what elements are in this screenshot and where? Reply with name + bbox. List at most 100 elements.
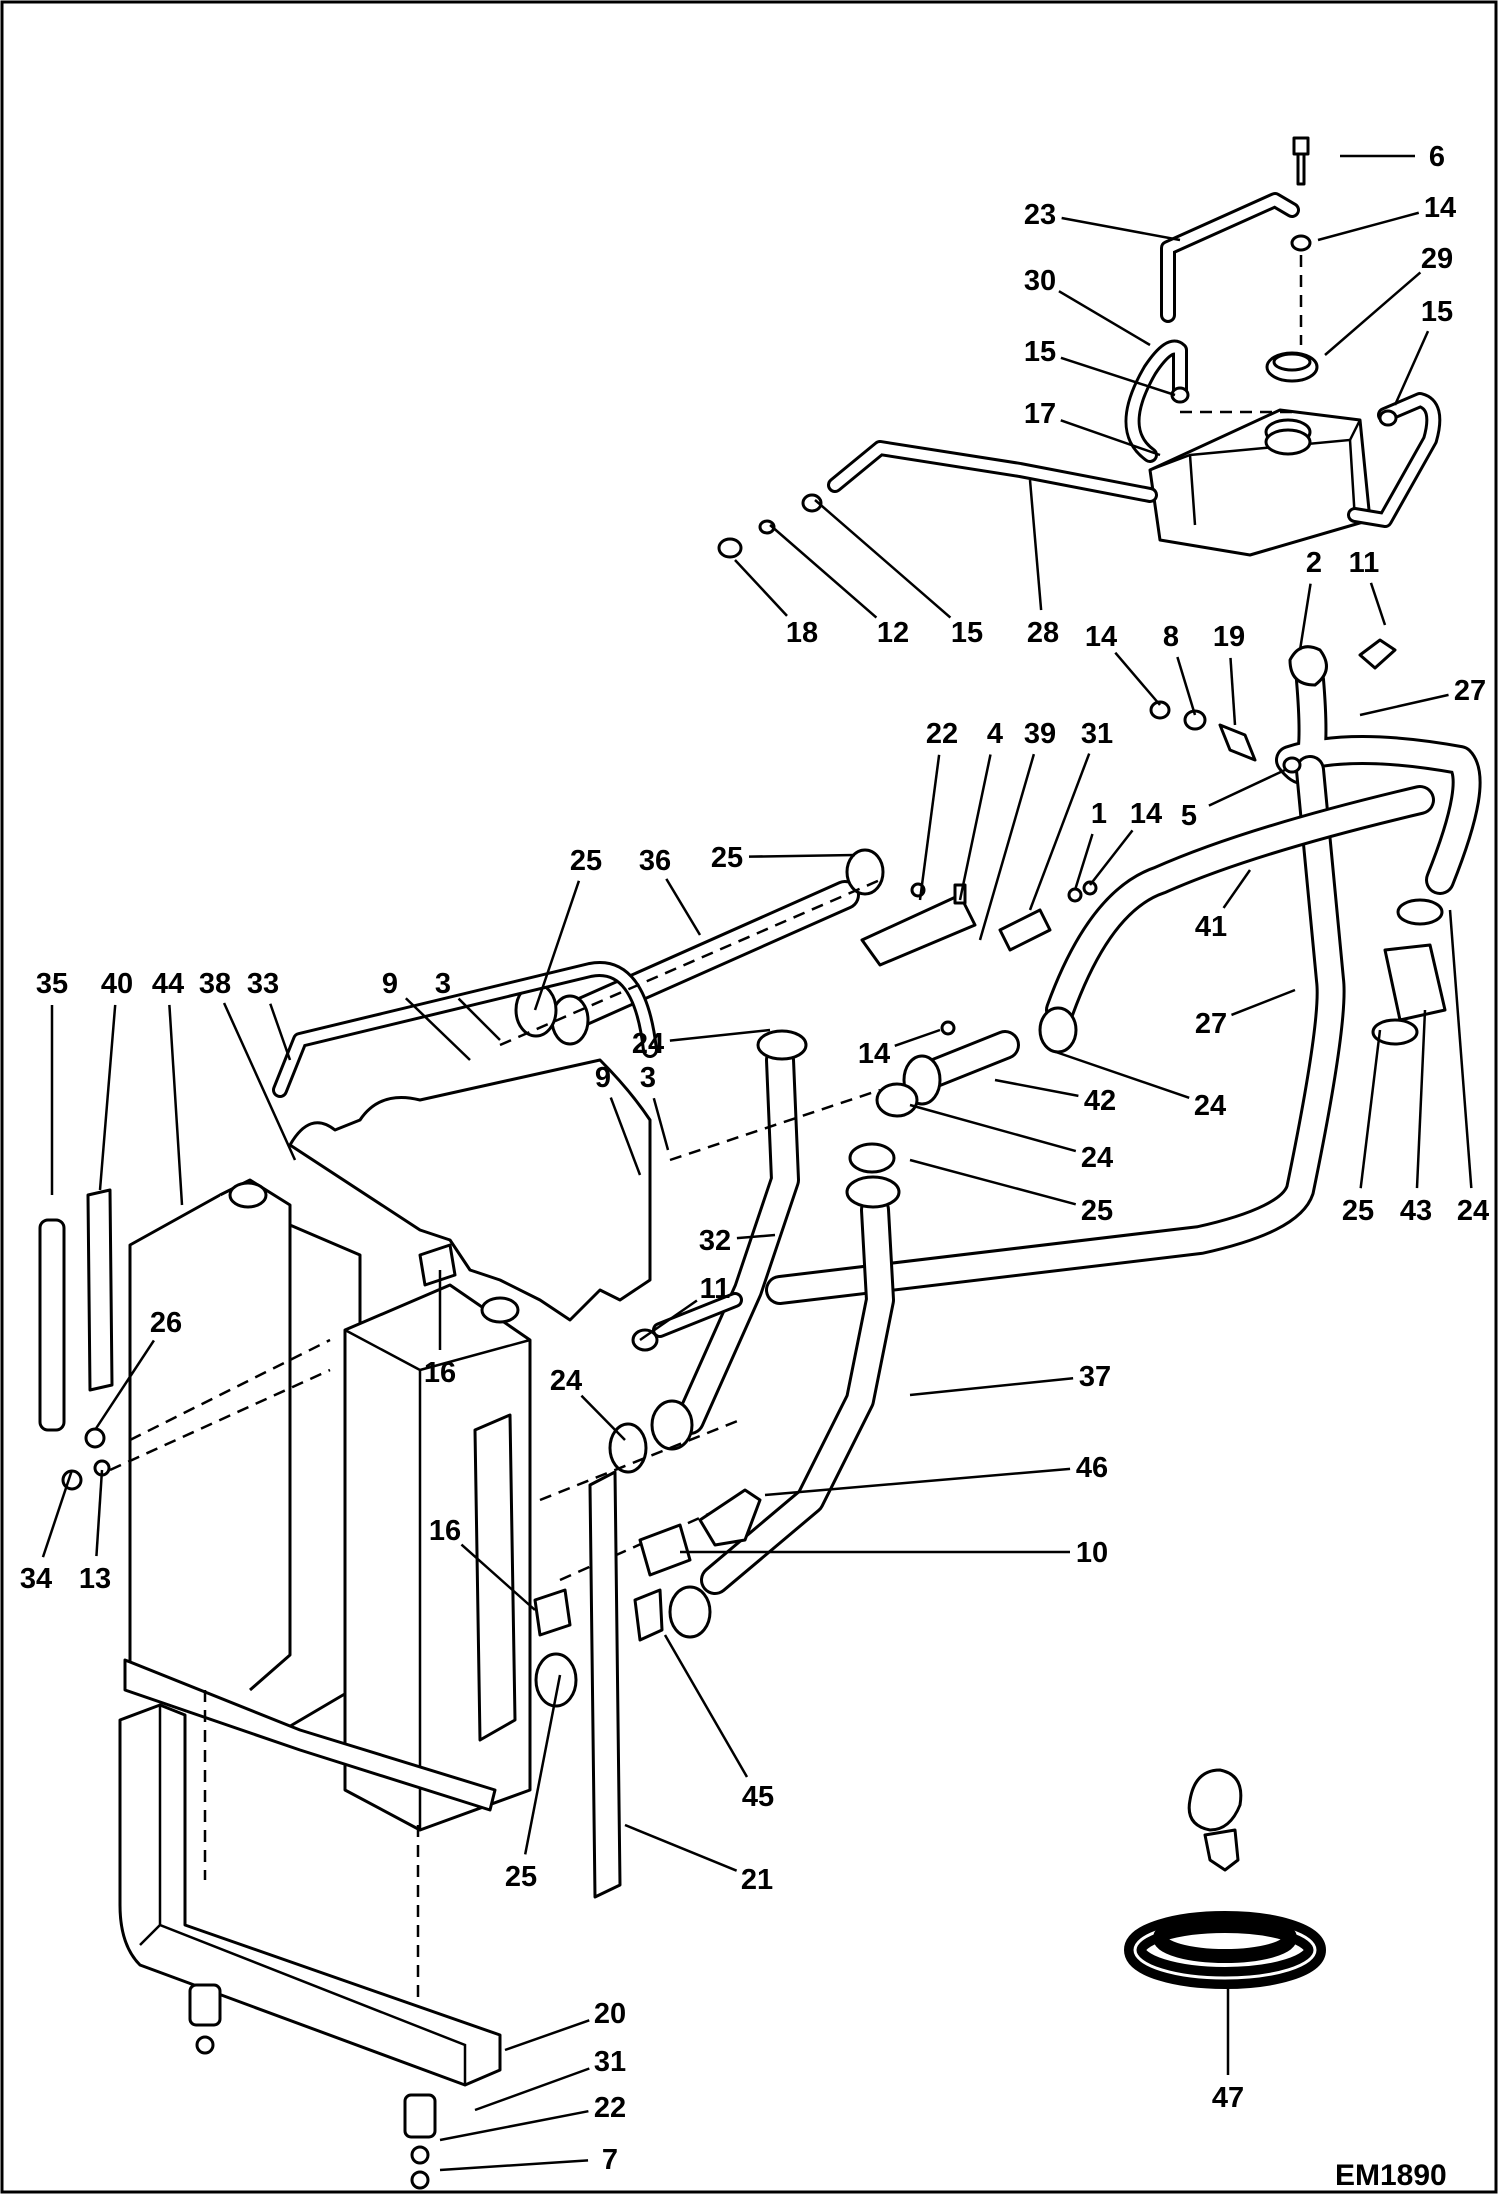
callout-leader (663, 1634, 749, 1778)
callout-label: 24 (1194, 1090, 1226, 1122)
kit-47 (1124, 1768, 1326, 1989)
callout-leader (1208, 768, 1286, 807)
callout-leader (404, 997, 471, 1061)
callout-label: 2 (1306, 547, 1322, 579)
callout-leader (95, 1469, 104, 1557)
callout-label: 25 (570, 845, 602, 877)
callout-leader (1073, 833, 1094, 891)
callout-label: 19 (1213, 621, 1245, 653)
callout-label: 7 (602, 2144, 618, 2176)
callout-leader (909, 1377, 1074, 1397)
callout-label: 8 (1163, 621, 1179, 653)
callout-leader (1359, 1029, 1382, 1189)
callout-label: 42 (1084, 1085, 1116, 1117)
callout-label: 25 (505, 1861, 537, 1893)
callout-label: 10 (1076, 1537, 1108, 1569)
callout-label: 16 (429, 1515, 461, 1547)
callout-label: 29 (1421, 243, 1453, 275)
callout-label: 6 (1429, 141, 1445, 173)
callout-label: 9 (382, 968, 398, 1000)
callout-leader (98, 1004, 117, 1191)
callout-leader (1317, 211, 1420, 242)
callout-label: 22 (926, 718, 958, 750)
callout-label: 35 (36, 968, 68, 1000)
callout-label: 14 (1130, 798, 1162, 830)
callout-label: 40 (101, 968, 133, 1000)
callout-leader (624, 1823, 738, 1872)
rail-21 (588, 1470, 622, 1899)
callout-leader (439, 2109, 589, 2142)
callout-label: 24 (1457, 1195, 1489, 1227)
callout-leader (168, 1004, 184, 1206)
callout-leader (909, 1158, 1077, 1206)
callout-label: 3 (640, 1062, 656, 1094)
callout-leader (1415, 1009, 1427, 1189)
hose-27-41-group (765, 638, 1482, 1305)
callout-label: 27 (1195, 1008, 1227, 1040)
callout-label: 46 (1076, 1452, 1108, 1484)
callout-label: 24 (550, 1365, 582, 1397)
callout-label: 39 (1024, 718, 1056, 750)
callout-label: 34 (20, 1563, 52, 1595)
callout-leader (994, 1078, 1079, 1098)
callout-label: 25 (1081, 1195, 1113, 1227)
fitting-group (633, 1488, 762, 1642)
callout-leader (1061, 216, 1181, 242)
callout-label: 26 (150, 1307, 182, 1339)
callout-leader (457, 997, 501, 1041)
callout-label: 31 (594, 2046, 626, 2078)
callout-label: 11 (700, 1273, 731, 1305)
callout-label: 24 (1081, 1142, 1113, 1174)
callout-label: 47 (1212, 2082, 1244, 2114)
callout-label: 41 (1195, 911, 1227, 943)
callout-label: 16 (424, 1357, 456, 1389)
expansion-tank-group (717, 136, 1442, 559)
callout-leader (918, 754, 941, 901)
callout-leader (222, 1002, 297, 1161)
callout-leader (1028, 753, 1091, 911)
callout-leader (269, 1003, 292, 1061)
callout-leader (504, 2019, 590, 2052)
callout-leader (580, 1394, 626, 1441)
callout-label: 21 (741, 1864, 773, 1896)
callout-leader (894, 1028, 941, 1047)
callout-label: 14 (1424, 192, 1456, 224)
callout-label: 30 (1024, 265, 1056, 297)
callout-leader (1324, 271, 1422, 356)
callout-leader (1231, 988, 1296, 1017)
radiator-group (38, 878, 881, 2000)
callout-label: 38 (199, 968, 231, 1000)
callout-leader (1393, 330, 1430, 406)
callout-label: 4 (987, 718, 1003, 750)
callout-label: 27 (1454, 675, 1486, 707)
callout-label: 13 (79, 1563, 111, 1595)
callout-leader (609, 1097, 642, 1176)
callout-label: 20 (594, 1998, 626, 2030)
callout-label: 15 (951, 617, 983, 649)
callout-leader (1058, 290, 1151, 347)
callout-leader (460, 1543, 536, 1611)
callout-leader (1114, 651, 1161, 706)
callout-label: 12 (877, 617, 909, 649)
drawing-code: EM1890 (1335, 2159, 1447, 2192)
callout-label: 37 (1079, 1361, 1111, 1393)
callout-label: 3 (435, 968, 451, 1000)
callout-leader (1028, 479, 1043, 611)
callout-leader (1448, 909, 1473, 1189)
support-beam-20 (118, 1703, 502, 2190)
callout-label: 17 (1024, 398, 1056, 430)
callout-leader (652, 1097, 670, 1151)
callout-leader (978, 753, 1036, 941)
callout-label: 11 (1349, 547, 1380, 579)
callout-label: 9 (595, 1062, 611, 1094)
callout-label: 15 (1421, 296, 1453, 328)
callout-label: 23 (1024, 199, 1056, 231)
callout-leader (1176, 656, 1197, 716)
callout-leader (1060, 419, 1161, 457)
callout-label: 25 (711, 842, 743, 874)
callout-label: 32 (699, 1225, 731, 1257)
callout-leader (736, 1233, 776, 1240)
callout-label: 25 (1342, 1195, 1374, 1227)
callout-leader (769, 524, 878, 619)
